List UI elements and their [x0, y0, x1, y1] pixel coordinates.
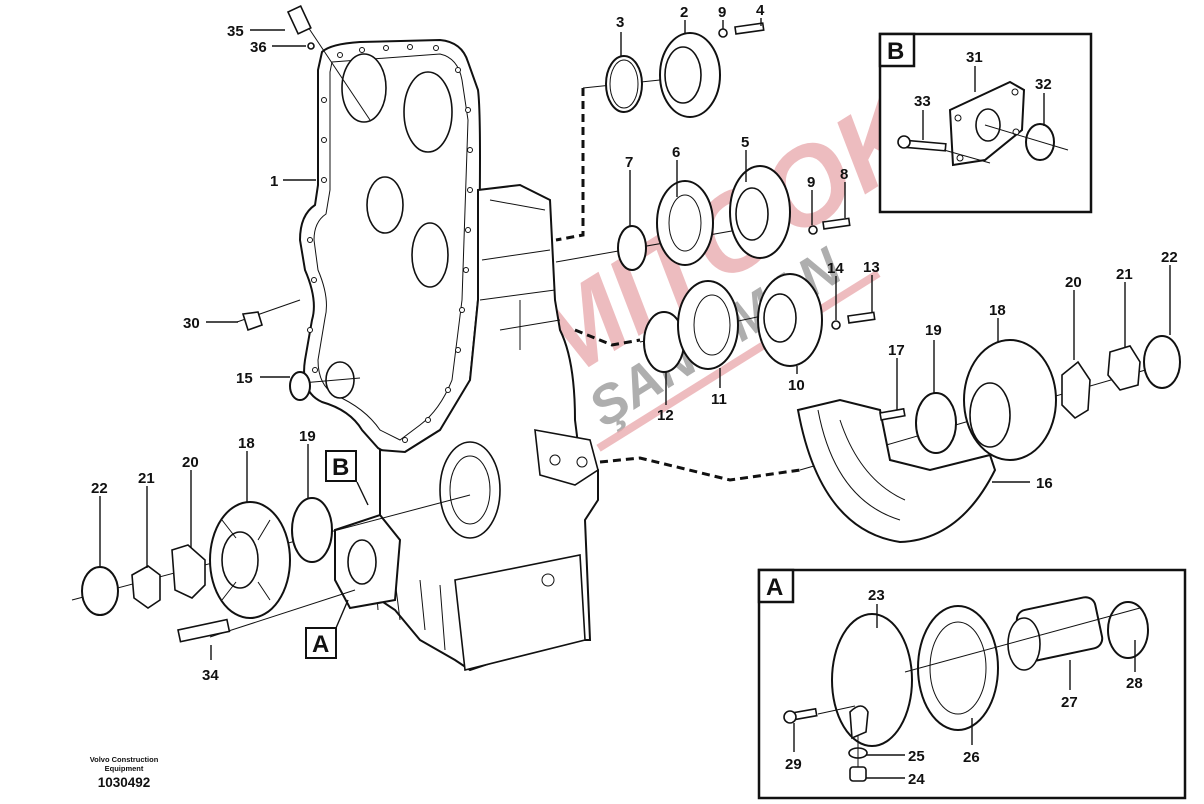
callout-7: 7: [625, 154, 633, 171]
callout-27: 27: [1061, 694, 1078, 711]
dashed-route-middle: [574, 328, 641, 347]
callout-6: 6: [672, 144, 680, 161]
drawing-number: 1030492: [97, 775, 151, 790]
callout-4: 4: [756, 2, 765, 19]
callout-13: 13: [863, 259, 880, 276]
sensor-34: [177, 618, 231, 643]
brand-line-1: Volvo Construction: [89, 755, 159, 764]
callout-21-left: 21: [138, 470, 155, 487]
gasket-6: [656, 180, 714, 266]
dashed-route-lower: [599, 456, 801, 482]
callout-16: 16: [1036, 475, 1053, 492]
sensor-35: [286, 5, 312, 35]
callout-36: 36: [250, 39, 267, 56]
plug-30: [241, 311, 263, 332]
dashed-route-upper: [555, 88, 585, 242]
right-flange-assembly: [796, 335, 1181, 544]
bolt-13: [847, 311, 876, 324]
callout-35: 35: [227, 23, 244, 40]
ref-box-b-letter: B: [332, 454, 349, 481]
callout-19-right: 19: [925, 322, 942, 339]
detail-b-letter: B: [887, 38, 904, 65]
drain-plug-24: [849, 766, 867, 782]
gasket-bolt-holes: [307, 44, 473, 443]
callout-22-right: 22: [1161, 249, 1178, 266]
mounting-lug: [534, 429, 599, 486]
callout-18-right: 18: [989, 302, 1006, 319]
o-ring-36: [307, 42, 315, 50]
callout-24: 24: [908, 771, 925, 788]
cover-23: [831, 613, 913, 747]
upper-seal-assembly: [605, 22, 876, 373]
callout-9-lower: 9: [807, 174, 815, 191]
callout-9-upper: 9: [718, 4, 726, 21]
bore-middle: [366, 176, 404, 234]
callout-1: 1: [270, 173, 278, 190]
callout-33: 33: [914, 93, 931, 110]
bore-lower: [411, 222, 449, 288]
callout-29: 29: [785, 756, 802, 773]
callout-17: 17: [888, 342, 905, 359]
callout-25: 25: [908, 748, 925, 765]
snap-ring-22-left: [81, 566, 119, 616]
detail-a-inset: A 23 24 25 26 27 28 29: [757, 568, 1187, 800]
transmission-housing: [298, 38, 599, 672]
callout-34: 34: [202, 667, 219, 684]
callout-22-left: 22: [91, 480, 108, 497]
drawing-footer: Volvo Construction Equipment 1030492: [84, 755, 164, 790]
callout-32: 32: [1035, 76, 1052, 93]
detail-a-letter: A: [766, 574, 783, 601]
callout-30: 30: [183, 315, 200, 332]
o-ring-3: [605, 55, 643, 113]
callout-26: 26: [963, 749, 980, 766]
callout-8: 8: [840, 166, 848, 183]
callout-5: 5: [741, 134, 749, 151]
callout-10: 10: [788, 377, 805, 394]
output-bore: [439, 441, 501, 539]
tab-washer-20-left: [171, 544, 206, 599]
callout-19-left: 19: [299, 428, 316, 445]
detail-b-inset: B 31 32 33: [878, 32, 1093, 214]
callout-18-left: 18: [238, 435, 255, 452]
detail-reference-b: B: [325, 450, 369, 506]
bolt-17: [879, 407, 906, 421]
nut-21-right: [1107, 345, 1141, 391]
main-callouts: 35 36 1 30 15 3 2 9 4 7 6 5 9: [91, 2, 1178, 684]
washer-9-lower: [808, 225, 818, 235]
callout-11: 11: [711, 391, 727, 408]
bore-upper-right: [403, 71, 453, 153]
callout-28: 28: [1126, 675, 1143, 692]
gasket-11: [677, 280, 739, 370]
left-flange-assembly: [81, 5, 333, 643]
bore-upper-left: [341, 53, 387, 123]
housing-gasket: [298, 38, 481, 455]
callout-14: 14: [827, 260, 844, 277]
nut-21-left: [131, 565, 161, 609]
callout-21-right: 21: [1116, 266, 1133, 283]
brand-line-2: Equipment: [104, 764, 144, 773]
callout-23: 23: [868, 587, 885, 604]
callout-12: 12: [657, 407, 674, 424]
callout-3: 3: [616, 14, 624, 31]
tab-washer-20-right: [1061, 360, 1091, 420]
callout-15: 15: [236, 370, 253, 387]
o-ring-15: [289, 371, 311, 401]
ref-box-a-letter: A: [312, 631, 329, 658]
snap-ring-22-right: [1143, 335, 1181, 389]
callout-2: 2: [680, 4, 688, 21]
o-ring-28: [1107, 601, 1149, 659]
bolt-4: [734, 22, 765, 35]
washer-14: [831, 320, 841, 330]
callout-31: 31: [966, 49, 983, 66]
o-ring-19-left: [291, 497, 333, 563]
detail-reference-a: A: [305, 599, 349, 659]
bolt-8: [822, 217, 851, 230]
callout-20-left: 20: [182, 454, 199, 471]
callout-20-right: 20: [1065, 274, 1082, 291]
o-ring-7: [617, 225, 647, 271]
guard-16: [796, 398, 997, 544]
washer-9-upper: [718, 28, 728, 38]
o-ring-19-right: [915, 392, 957, 454]
